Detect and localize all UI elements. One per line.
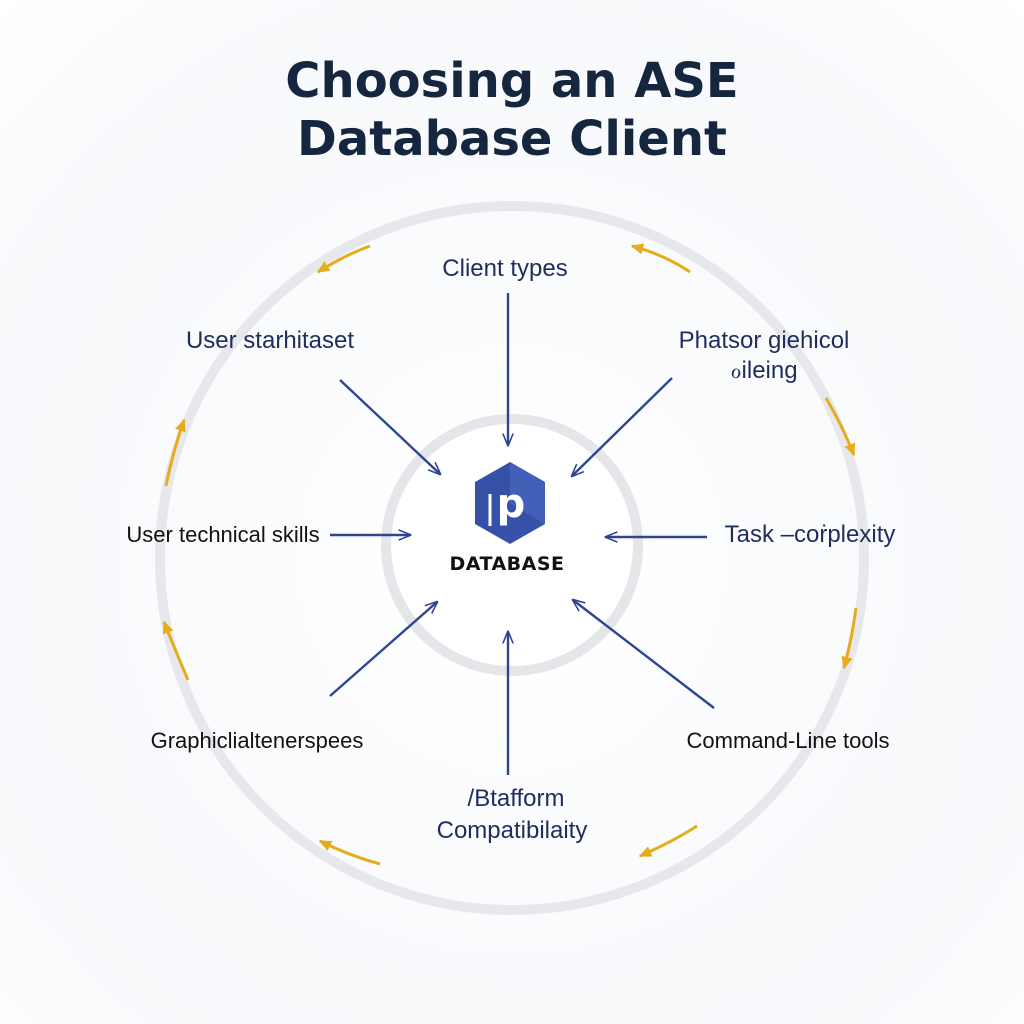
title-line-1: Choosing an ASE: [285, 53, 739, 109]
factor-label-top-left: User starhitaset: [186, 327, 354, 354]
factor-label-graphical-interfaces: Graphiclialtenerspees: [151, 728, 364, 753]
factor-label-top-right-line-2: ℴileing: [730, 357, 797, 384]
factor-label-client-types: Client types: [442, 255, 567, 282]
factor-label-bottom-line-2: Compatibilaity: [437, 817, 588, 844]
hub-label: DATABASE: [449, 553, 564, 575]
cycle-arrow-bottom-left: [318, 839, 381, 866]
arrow-from-top-left: [339, 379, 440, 474]
cycle-arrow-left-lower: [162, 620, 190, 681]
hub-ring: [381, 414, 643, 676]
factor-arrows: [329, 293, 715, 775]
logo-letter: p: [497, 481, 526, 527]
page-title: Choosing an ASE Database Client: [0, 52, 1024, 168]
factor-label-top-right-line-1: Phatsor giehicol: [679, 327, 850, 354]
title-line-2: Database Client: [297, 111, 727, 167]
cycle-arrow-top-right: [630, 243, 691, 274]
database-logo-icon: p: [475, 462, 545, 544]
arrow-from-bottom-left: [329, 602, 437, 697]
arrow-from-bottom-right: [573, 600, 715, 709]
outer-ring: [155, 201, 869, 915]
cycle-arrow-top-left: [316, 244, 371, 274]
cycle-arrow-right-upper: [824, 397, 856, 457]
factor-label-user-technical-skills: User technical skills: [126, 522, 319, 547]
cycle-arrow-bottom-right: [638, 824, 698, 858]
cycle-arrow-left-upper: [164, 418, 186, 487]
factor-label-command-line-tools: Command-Line tools: [687, 728, 890, 753]
cycle-arrow-right-lower: [841, 607, 858, 670]
arrow-from-top-right: [572, 377, 673, 476]
factor-label-bottom-line-1: /Btafform: [468, 785, 565, 812]
factor-label-task-complexity: Task –coṙplexity: [725, 521, 896, 548]
cycle-arrows: [162, 243, 858, 866]
